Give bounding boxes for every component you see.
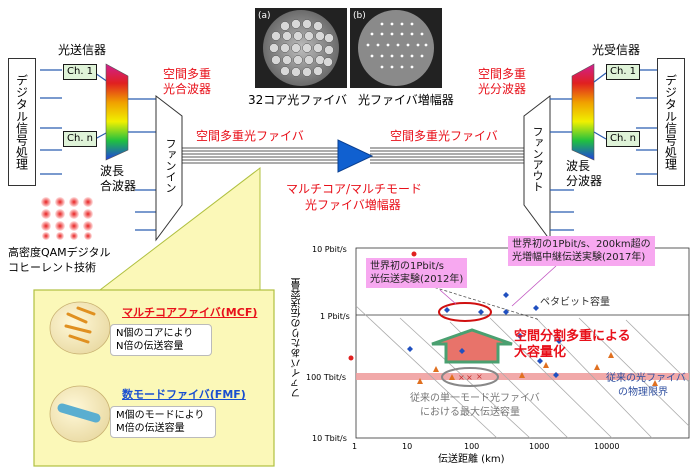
sdm-mux-label-1: 空間多重: [163, 67, 212, 81]
mcf-title: マルチコアファイバ(MCF): [122, 306, 258, 319]
fiber-caption: 32コア光ファイバ: [248, 93, 348, 107]
y-tick-1pbit: 1 Pbit/s: [320, 312, 350, 321]
wavelength-mux-label-1: 波長: [100, 164, 125, 178]
x-tick-1000: 1000: [529, 442, 550, 451]
y-tick-10pbit: 10 Pbit/s: [312, 245, 347, 254]
left-dsp-box: デジタル信号処理: [8, 58, 36, 186]
record2012-box: 世界初の1Pbit/s 光伝送実験(2012年): [366, 258, 468, 288]
amplifier-cores: [366, 22, 428, 69]
wavelength-demux-shape: [571, 63, 595, 161]
amplifier-label-2: 光ファイバ増幅器: [305, 198, 401, 212]
fan-in-shape: [155, 94, 183, 242]
fan-in-label: ファンイン: [164, 138, 177, 193]
qam-label-1: 高密度QAMデジタル: [8, 246, 111, 259]
left-chn-box: Ch. n: [63, 131, 98, 147]
fmf-desc-1: M個のモードにより: [116, 410, 205, 421]
wavelength-mux-shape: [105, 63, 129, 161]
svg-text:×: ×: [458, 373, 465, 382]
amplifier-triangle: [337, 139, 374, 173]
fiber-bundle: [182, 147, 524, 164]
photo-b-tag: (b): [353, 11, 366, 21]
svg-text:×: ×: [476, 372, 483, 381]
physical-limit-label-2: の物理限界: [618, 387, 668, 398]
left-ch1-box: Ch. 1: [63, 64, 98, 80]
right-ch1-box: Ch. 1: [606, 64, 641, 80]
right-chn-box: Ch. n: [606, 131, 641, 147]
svg-text:×: ×: [466, 373, 473, 382]
fmf-desc-box: [110, 406, 216, 438]
fmf-desc-2: M倍の伝送容量: [116, 423, 185, 434]
wavelength-demux-label-2: 分波器: [566, 174, 603, 188]
sdm-mux-label-2: 光合波器: [163, 82, 212, 96]
sdm-fiber-right-label: 空間多重光ファイバ: [390, 129, 498, 143]
transmitter-label: 光送信器: [58, 43, 107, 57]
sdm-demux-label-2: 光分波器: [478, 82, 527, 96]
sdm-arrow: [431, 328, 513, 364]
mcf-desc-2: N倍の伝送容量: [116, 341, 184, 352]
record2017-line1: 世界初の1Pbit/s、200km超の: [512, 239, 651, 250]
right-channel-lines: [550, 69, 658, 231]
fiber-cores: [269, 19, 334, 77]
conventional-ellipse: [441, 367, 499, 387]
chart-points: × × ×: [348, 251, 658, 386]
petabit-label: ペタビット容量: [540, 297, 610, 308]
fan-out-label: ファンアウト: [531, 126, 544, 192]
sdm-demux-label-1: 空間多重: [478, 67, 527, 81]
mcf-desc-1: N個のコアにより: [116, 328, 194, 339]
right-dsp-label: デジタル信号処理: [663, 74, 678, 170]
amplifier-caption: 光ファイバ増幅器: [358, 93, 454, 107]
record2017-box: 世界初の1Pbit/s、200km超の 光増幅中継伝送実験(2017年): [508, 236, 655, 266]
single-mode-label-1: 従来の単一モード光ファイバ: [410, 393, 540, 404]
y-tick-10tbit: 10 Tbit/s: [312, 434, 347, 443]
record2012-line2: 光伝送実験(2012年): [370, 274, 464, 285]
x-tick-10000: 10000: [594, 442, 620, 451]
x-tick-100: 100: [464, 442, 480, 451]
photo-a-tag: (a): [258, 11, 271, 21]
mcf-desc-box: [110, 324, 212, 356]
sdm-capacity-label-1: 空間分割多重による: [514, 329, 631, 344]
sdm-capacity-label-2: 大容量化: [514, 345, 567, 360]
physical-limit-label-1: 従来の光ファイバ: [606, 373, 686, 384]
wavelength-mux-label-2: 合波器: [100, 179, 137, 193]
record2012-line1: 世界初の1Pbit/s: [370, 261, 445, 272]
y-tick-100tbit: 100 Tbit/s: [306, 373, 346, 382]
x-axis-label: 伝送距離 (km): [438, 454, 505, 465]
record2012-ellipse: [438, 302, 492, 322]
left-dsp-label: デジタル信号処理: [14, 74, 29, 170]
x-tick-10: 10: [402, 442, 413, 451]
single-mode-label-2: における最大伝送容量: [420, 407, 520, 418]
left-channel-lines: [40, 69, 158, 231]
amplifier-label-1: マルチコア/マルチモード: [286, 182, 423, 196]
record2017-line2: 光増幅中継伝送実験(2017年): [512, 252, 646, 263]
qam-label-2: コヒーレント技術: [8, 261, 96, 274]
x-tick-1: 1: [352, 442, 358, 451]
fmf-title: 数モードファイバ(FMF): [122, 388, 246, 401]
qam-constellation: [38, 196, 102, 240]
right-dsp-box: デジタル信号処理: [657, 58, 685, 186]
receiver-label: 光受信器: [592, 43, 641, 57]
sdm-fiber-left-label: 空間多重光ファイバ: [196, 129, 304, 143]
wavelength-demux-label-1: 波長: [566, 159, 591, 173]
y-axis-label: ファイバあたりの伝送容量: [292, 278, 303, 398]
